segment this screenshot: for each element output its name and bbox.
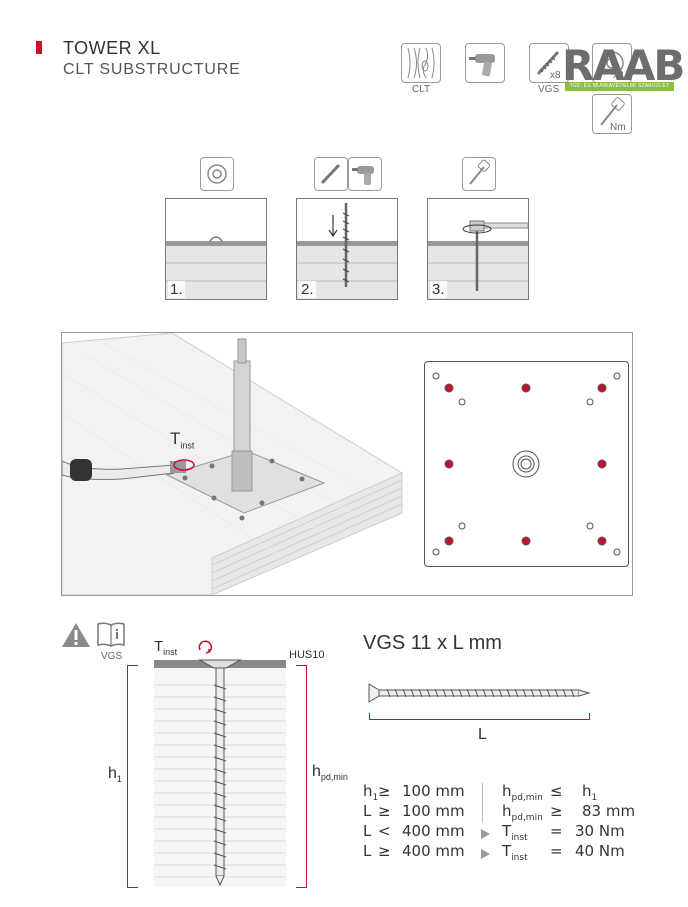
hpd-sub: pd,min: [320, 772, 348, 783]
spec-4-a: L: [363, 842, 372, 860]
spec-2-b-wrap: hpd,min: [502, 802, 543, 823]
torque-wrench-icon: [592, 94, 632, 134]
spec-4-res: 40 Nm: [575, 842, 625, 860]
drill-icon: [465, 43, 505, 83]
diagram-torque-sub: inst: [180, 440, 195, 451]
step3-panel: 3.: [427, 198, 529, 300]
spec-3-b-sub: inst: [511, 833, 528, 843]
spec-2-b: h: [502, 802, 512, 820]
spec-4-arrow-icon: [481, 846, 490, 864]
section-tinst: Tinst: [154, 638, 177, 657]
spec-4-b-wrap: Tinst: [502, 842, 528, 863]
clt-wood-icon: [401, 43, 441, 83]
spec-4-op2: =: [550, 842, 563, 860]
warning-icon: [61, 622, 91, 653]
step1-label: 1.: [168, 281, 185, 298]
raab-logo: RAAB: [562, 41, 685, 90]
step2-panel: 2.: [296, 198, 398, 300]
spec-3-op: <: [378, 822, 391, 840]
spec-2-op: ≥: [378, 802, 391, 820]
manual-book-icon: [96, 621, 126, 652]
spec-1-val: 100 mm: [402, 782, 465, 800]
screw-title: VGS 11 x L mm: [363, 632, 502, 654]
rotation-arrow-icon: [197, 640, 213, 661]
length-dimension-bracket: [369, 713, 590, 720]
spec-4-val: 400 mm: [402, 842, 465, 860]
spec-1-op: ≥: [378, 782, 391, 800]
logo-tagline: TŰZ- ÉS MUNKAVÉDELMI SZAKÜZLET: [565, 82, 674, 91]
spec-2-b-sub: pd,min: [511, 813, 543, 823]
diagram-torque-label: Tinst: [170, 429, 194, 450]
spec-3-arrow-icon: [481, 826, 490, 844]
screw-icon: [529, 43, 569, 83]
spec-1-res-sub: 1: [591, 793, 598, 803]
spec-1-a-sub: 1: [372, 793, 379, 803]
page-subtitle: CLT SUBSTRUCTURE: [63, 61, 241, 78]
spec-3-val: 400 mm: [402, 822, 465, 840]
spec-3-b: T: [502, 822, 512, 840]
step1-panel: 1.: [165, 198, 267, 300]
spec-1-a: h: [363, 782, 373, 800]
hpd-label: hpd,min: [312, 763, 348, 782]
spec-3-b-wrap: Tinst: [502, 822, 528, 843]
spec-3-a: L: [363, 822, 372, 840]
washer-x8: x8: [613, 70, 624, 81]
page-title: TOWER XL: [63, 38, 161, 58]
spec-1-res-wrap: h1: [582, 782, 597, 803]
hpd-dimension-bracket: [296, 665, 307, 888]
length-label: L: [478, 726, 487, 743]
diagram-torque-symbol: T: [170, 429, 181, 448]
vgs-label: VGS: [538, 84, 560, 95]
step2-drill-icon: [348, 157, 382, 191]
h1-symbol: h: [108, 765, 117, 782]
spec-1-op2: ≤: [550, 782, 563, 800]
hus10-label: HUS10: [289, 649, 325, 661]
spec-1-b-wrap: hpd,min: [502, 782, 543, 803]
washer-icon: [592, 43, 632, 83]
step1-washer-icon: [200, 157, 234, 191]
clt-label: CLT: [412, 84, 431, 95]
section-tinst-symbol: T: [154, 638, 164, 655]
spec-3-op2: =: [550, 822, 563, 840]
spec-1-b: h: [502, 782, 512, 800]
spec-1-b-sub: pd,min: [511, 793, 543, 803]
section-tinst-sub: inst: [163, 647, 178, 657]
step3-wrench-icon: [462, 157, 496, 191]
spec-2-op2: ≥: [550, 802, 563, 820]
plate-top-view: [424, 361, 629, 567]
spec-divider: [482, 783, 483, 823]
nm-label: Nm: [610, 122, 626, 133]
spec-row-1: h1: [363, 782, 378, 803]
h1-label: h1: [108, 765, 122, 784]
installation-diagram: Tinst: [61, 332, 633, 596]
h1-dimension-bracket: [127, 665, 138, 888]
spec-1-res: h: [582, 782, 592, 800]
section-marker: [36, 41, 42, 54]
spec-2-res: 83 mm: [582, 802, 636, 820]
spec-3-res: 30 Nm: [575, 822, 625, 840]
spec-2-val: 100 mm: [402, 802, 465, 820]
screw-section: [154, 655, 286, 887]
vgs-x8-left: x8: [550, 70, 561, 81]
vgs-screw-drawing: [367, 682, 593, 709]
spec-4-b-sub: inst: [511, 853, 528, 863]
step2-label: 2.: [299, 281, 316, 298]
spec-4-b: T: [502, 842, 512, 860]
step2-screw-icon: [314, 157, 348, 191]
hpd-symbol: h: [312, 763, 321, 780]
book-label: VGS: [101, 651, 123, 662]
h1-sub: 1: [116, 774, 122, 785]
spec-4-op: ≥: [378, 842, 391, 860]
spec-2-a: L: [363, 802, 372, 820]
step3-label: 3.: [430, 281, 447, 298]
